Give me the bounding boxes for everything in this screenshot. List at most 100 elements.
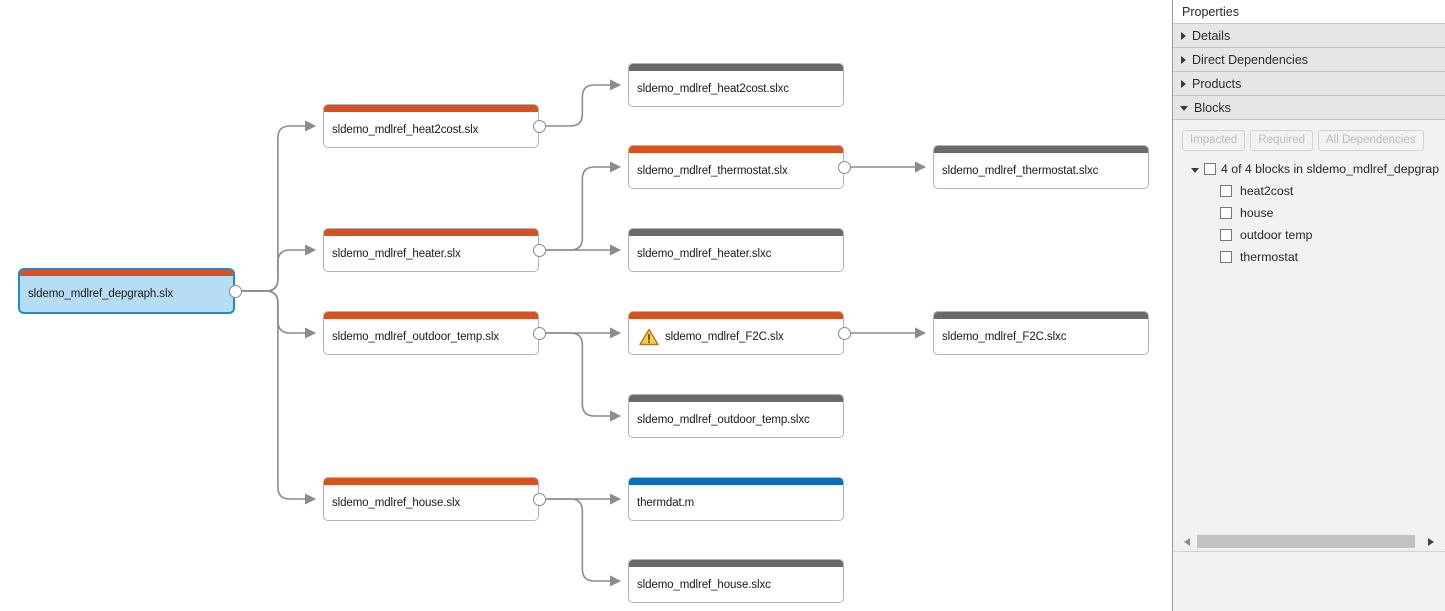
- scroll-right-arrow-icon[interactable]: [1425, 534, 1439, 549]
- node-body: thermdat.m: [629, 485, 843, 520]
- panel-title: Properties: [1173, 0, 1445, 24]
- node-type-header-bar: [629, 478, 843, 485]
- node-label: sldemo_mdlref_thermostat.slxc: [942, 164, 1099, 177]
- panel-divider: [1173, 551, 1445, 552]
- block-checkbox[interactable]: [1220, 207, 1232, 219]
- block-checkbox[interactable]: [1220, 251, 1232, 263]
- properties-panel: Properties Details Direct Dependencies P…: [1172, 0, 1445, 611]
- accordion-blocks[interactable]: Blocks: [1173, 96, 1445, 120]
- graph-edge: [241, 244, 317, 292]
- node-body: sldemo_mdlref_F2C.slx: [629, 319, 843, 354]
- block-label: house: [1240, 206, 1274, 220]
- connection-port-icon[interactable]: [532, 492, 546, 506]
- node-label: sldemo_mdlref_house.slx: [332, 496, 461, 509]
- accordion-direct-dependencies-label: Direct Dependencies: [1192, 52, 1309, 67]
- blocks-section-body: Impacted Required All Dependencies 4 of …: [1174, 123, 1445, 541]
- node-label: sldemo_mdlref_thermostat.slx: [637, 164, 788, 177]
- node-type-header-bar: [20, 270, 233, 276]
- scrollbar-thumb[interactable]: [1197, 535, 1415, 548]
- node-body: sldemo_mdlref_heater.slx: [324, 236, 538, 271]
- graph-node[interactable]: sldemo_mdlref_heat2cost.slxc: [628, 63, 844, 107]
- node-label: sldemo_mdlref_heater.slxc: [637, 247, 772, 260]
- connection-port-icon[interactable]: [532, 326, 546, 340]
- node-label: sldemo_mdlref_heat2cost.slx: [332, 123, 479, 136]
- graph-node[interactable]: sldemo_mdlref_house.slx: [323, 477, 539, 521]
- node-type-header-bar: [629, 560, 843, 567]
- node-type-header-bar: [629, 146, 843, 153]
- node-body: sldemo_mdlref_heat2cost.slxc: [629, 71, 843, 106]
- impacted-button[interactable]: Impacted: [1182, 130, 1246, 151]
- connection-port-icon[interactable]: [228, 284, 242, 298]
- node-label: sldemo_mdlref_F2C.slx: [665, 330, 784, 343]
- chevron-right-icon: [1181, 55, 1186, 64]
- graph-node[interactable]: sldemo_mdlref_outdoor_temp.slxc: [628, 394, 844, 438]
- graph-node[interactable]: sldemo_mdlref_F2C.slxc: [933, 311, 1149, 355]
- node-label: sldemo_mdlref_outdoor_temp.slx: [332, 330, 500, 343]
- chevron-down-icon[interactable]: [1191, 167, 1199, 173]
- node-label: sldemo_mdlref_F2C.slxc: [942, 330, 1067, 343]
- scrollbar-track[interactable]: [1194, 534, 1425, 549]
- graph-node[interactable]: sldemo_mdlref_heater.slx: [323, 228, 539, 272]
- graph-node[interactable]: sldemo_mdlref_heater.slxc: [628, 228, 844, 272]
- panel-footer: [1173, 552, 1445, 611]
- blocks-root-checkbox[interactable]: [1204, 163, 1216, 175]
- node-type-header-bar: [324, 312, 538, 319]
- chevron-down-icon: [1180, 106, 1188, 111]
- node-body: sldemo_mdlref_F2C.slxc: [934, 319, 1148, 354]
- node-body: sldemo_mdlref_heat2cost.slx: [324, 112, 538, 147]
- blocks-tree-children: heat2cost house outdoor temp thermostat: [1174, 184, 1445, 264]
- graph-node[interactable]: sldemo_mdlref_thermostat.slxc: [933, 145, 1149, 189]
- properties-horizontal-scrollbar[interactable]: [1180, 534, 1439, 549]
- graph-node[interactable]: sldemo_mdlref_heat2cost.slx: [323, 104, 539, 148]
- accordion-direct-dependencies[interactable]: Direct Dependencies: [1173, 48, 1445, 72]
- block-label: outdoor temp: [1240, 228, 1313, 242]
- node-body: sldemo_mdlref_house.slx: [324, 485, 538, 520]
- node-type-header-bar: [934, 146, 1148, 153]
- connection-port-icon[interactable]: [837, 326, 851, 340]
- node-label: sldemo_mdlref_house.slxc: [637, 578, 771, 591]
- graph-node[interactable]: sldemo_mdlref_house.slxc: [628, 559, 844, 603]
- dependency-graph-canvas[interactable]: sldemo_mdlref_depgraph.slx sldemo_mdlref_…: [0, 0, 1172, 611]
- blocks-tree-item[interactable]: thermostat: [1174, 250, 1445, 264]
- graph-node[interactable]: thermdat.m: [628, 477, 844, 521]
- node-type-header-bar: [324, 478, 538, 485]
- required-button[interactable]: Required: [1250, 130, 1313, 151]
- node-label: sldemo_mdlref_depgraph.slx: [28, 287, 174, 300]
- blocks-root-label: 4 of 4 blocks in sldemo_mdlref_depgrap: [1221, 162, 1440, 176]
- chevron-right-icon: [1181, 79, 1186, 88]
- connection-port-icon[interactable]: [837, 160, 851, 174]
- node-body: sldemo_mdlref_depgraph.slx: [20, 276, 233, 311]
- connection-port-icon[interactable]: [532, 119, 546, 133]
- accordion-details[interactable]: Details: [1173, 24, 1445, 48]
- scroll-left-arrow-icon[interactable]: [1180, 534, 1194, 549]
- graph-node[interactable]: sldemo_mdlref_F2C.slx: [628, 311, 844, 355]
- graph-edge: [241, 290, 317, 505]
- block-checkbox[interactable]: [1220, 185, 1232, 197]
- accordion-products-label: Products: [1192, 76, 1242, 91]
- block-checkbox[interactable]: [1220, 229, 1232, 241]
- chevron-right-icon: [1181, 31, 1186, 40]
- accordion-products[interactable]: Products: [1173, 72, 1445, 96]
- blocks-tree-item[interactable]: heat2cost: [1174, 184, 1445, 198]
- graph-node[interactable]: sldemo_mdlref_depgraph.slx: [18, 268, 235, 314]
- graph-edge: [545, 79, 622, 127]
- blocks-tree-item[interactable]: outdoor temp: [1174, 228, 1445, 242]
- node-body: sldemo_mdlref_thermostat.slxc: [934, 153, 1148, 188]
- blocks-filter-button-row: Impacted Required All Dependencies: [1174, 123, 1445, 155]
- blocks-tree-item[interactable]: house: [1174, 206, 1445, 220]
- connection-port-icon[interactable]: [532, 243, 546, 257]
- node-body: sldemo_mdlref_house.slxc: [629, 567, 843, 602]
- graph-edge: [545, 498, 622, 587]
- graph-node[interactable]: sldemo_mdlref_outdoor_temp.slx: [323, 311, 539, 355]
- node-label: thermdat.m: [637, 496, 695, 509]
- node-body: sldemo_mdlref_heater.slxc: [629, 236, 843, 271]
- node-label: sldemo_mdlref_heat2cost.slxc: [637, 82, 789, 95]
- node-body: sldemo_mdlref_outdoor_temp.slxc: [629, 402, 843, 437]
- graph-edge: [545, 332, 622, 422]
- blocks-tree-root[interactable]: 4 of 4 blocks in sldemo_mdlref_depgrap: [1174, 162, 1445, 176]
- node-label: sldemo_mdlref_heater.slx: [332, 247, 461, 260]
- all-dependencies-button[interactable]: All Dependencies: [1317, 130, 1424, 151]
- graph-node[interactable]: sldemo_mdlref_thermostat.slx: [628, 145, 844, 189]
- block-label: thermostat: [1240, 250, 1299, 264]
